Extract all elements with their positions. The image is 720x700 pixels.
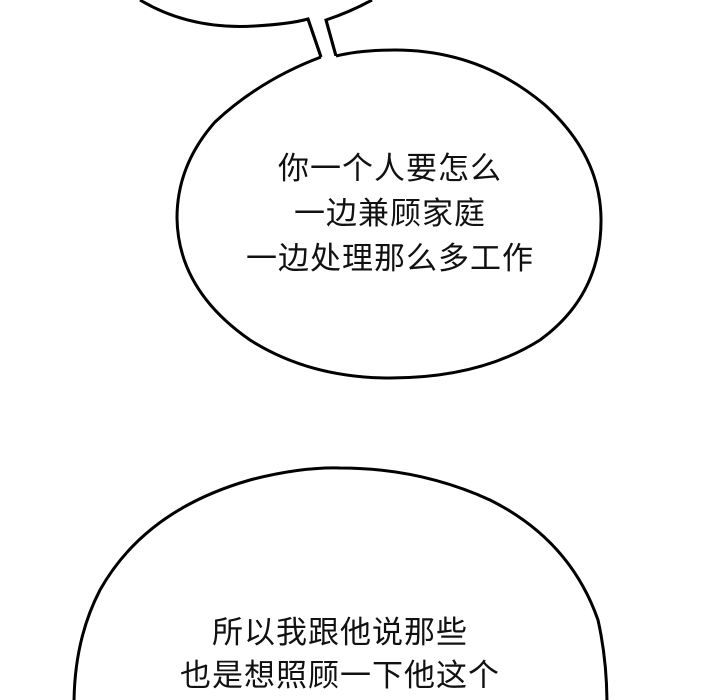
dialogue-line: 一边兼顾家庭: [294, 196, 486, 232]
top-speech-bubble-right: [324, 0, 373, 57]
dialogue-line: 一边处理那么多工作: [246, 241, 534, 277]
bottom-speech-bubble: [72, 466, 609, 700]
dialogue-line: 你一个人要怎么: [278, 151, 502, 187]
middle-bubble-text: 你一个人要怎么 一边兼顾家庭 一边处理那么多工作: [190, 147, 590, 282]
middle-speech-bubble: [175, 48, 603, 380]
bubble-connector-tail: [306, 18, 338, 58]
bottom-bubble-text: 所以我跟他说那些 也是想照顾一下他这个: [140, 612, 540, 698]
top-speech-bubble: [139, 0, 323, 58]
dialogue-line: 所以我跟他说那些: [212, 615, 468, 651]
dialogue-line: 也是想照顾一下他这个: [180, 658, 500, 694]
